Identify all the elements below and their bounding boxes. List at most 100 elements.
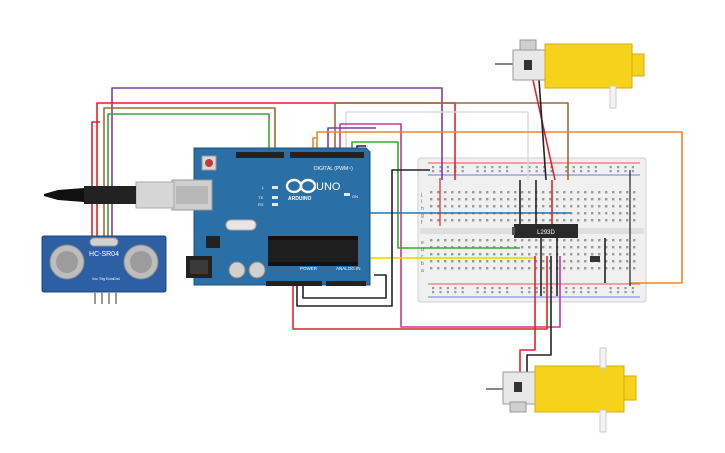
breadboard-hole bbox=[549, 219, 552, 222]
breadboard-hole bbox=[619, 267, 622, 270]
breadboard-hole bbox=[556, 198, 559, 201]
breadboard-hole bbox=[633, 260, 636, 263]
breadboard-hole bbox=[591, 246, 594, 249]
reset-button-icon[interactable] bbox=[201, 155, 217, 171]
breadboard-hole bbox=[549, 253, 552, 256]
breadboard-hole bbox=[444, 198, 447, 201]
breadboard-hole bbox=[528, 205, 531, 208]
rail-hole bbox=[624, 166, 627, 169]
breadboard-hole bbox=[458, 219, 461, 222]
breadboard-hole bbox=[458, 260, 461, 263]
breadboard-hole bbox=[514, 219, 517, 222]
wire-red-motor-top bbox=[532, 79, 556, 181]
breadboard-hole bbox=[500, 253, 503, 256]
breadboard-hole bbox=[472, 191, 475, 194]
rx-label: RX bbox=[258, 202, 264, 207]
breadboard-hole bbox=[521, 253, 524, 256]
row-letter: i bbox=[421, 199, 422, 205]
small-switch[interactable] bbox=[590, 256, 600, 262]
rail-hole bbox=[476, 166, 479, 169]
breadboard-hole bbox=[605, 212, 608, 215]
breadboard-hole bbox=[598, 212, 601, 215]
breadboard-hole bbox=[584, 212, 587, 215]
rail-hole bbox=[535, 287, 538, 290]
wire-red-3 bbox=[292, 256, 548, 330]
rail-hole bbox=[528, 170, 531, 173]
breadboard-hole bbox=[507, 205, 510, 208]
rail-hole bbox=[580, 287, 583, 290]
breadboard-hole bbox=[521, 260, 524, 263]
breadboard-hole bbox=[458, 239, 461, 242]
rail-hole bbox=[491, 287, 494, 290]
breadboard-hole bbox=[612, 260, 615, 263]
breadboard-hole bbox=[465, 191, 468, 194]
rail-hole bbox=[594, 287, 597, 290]
rail-hole bbox=[446, 170, 449, 173]
breadboard-hole bbox=[584, 253, 587, 256]
breadboard-hole bbox=[472, 239, 475, 242]
row-letter: f bbox=[421, 220, 423, 226]
rail-hole bbox=[439, 170, 442, 173]
sensor-pin-echo: Echo bbox=[106, 277, 114, 281]
breadboard-hole bbox=[521, 219, 524, 222]
rail-hole bbox=[543, 287, 546, 290]
breadboard-hole bbox=[549, 246, 552, 249]
rail-hole bbox=[624, 170, 627, 173]
rail-hole bbox=[446, 287, 449, 290]
breadboard-hole bbox=[549, 239, 552, 242]
breadboard-hole bbox=[605, 267, 608, 270]
breadboard-hole bbox=[605, 260, 608, 263]
breadboard-hole bbox=[444, 260, 447, 263]
breadboard-hole bbox=[458, 191, 461, 194]
rail-hole bbox=[461, 166, 464, 169]
l293d-chip[interactable]: L293D bbox=[512, 224, 578, 238]
breadboard-hole bbox=[605, 239, 608, 242]
breadboard-hole bbox=[633, 253, 636, 256]
breadboard-hole bbox=[605, 191, 608, 194]
usb-connector-icon bbox=[171, 179, 213, 211]
breadboard-hole bbox=[521, 239, 524, 242]
breadboard-hole bbox=[507, 253, 510, 256]
breadboard-hole bbox=[507, 198, 510, 201]
rail-hole bbox=[491, 170, 494, 173]
breadboard-hole bbox=[451, 267, 454, 270]
rail-hole bbox=[432, 166, 435, 169]
regulator bbox=[206, 236, 220, 248]
rail-hole bbox=[594, 170, 597, 173]
breadboard-hole bbox=[458, 253, 461, 256]
rail-hole bbox=[520, 291, 523, 294]
breadboard-hole bbox=[626, 246, 629, 249]
rail-hole bbox=[631, 287, 634, 290]
breadboard-hole bbox=[472, 205, 475, 208]
breadboard-hole bbox=[612, 253, 615, 256]
breadboard-hole bbox=[458, 267, 461, 270]
breadboard-hole bbox=[626, 191, 629, 194]
dc-motor-top[interactable] bbox=[495, 39, 645, 109]
breadboard-hole bbox=[465, 260, 468, 263]
rail-hole bbox=[587, 170, 590, 173]
breadboard-hole bbox=[472, 260, 475, 263]
wire-black-3 bbox=[302, 274, 387, 299]
rail-hole bbox=[446, 166, 449, 169]
breadboard-hole bbox=[472, 198, 475, 201]
breadboard-hole bbox=[633, 239, 636, 242]
dc-motor-bottom[interactable] bbox=[486, 347, 637, 433]
sensor-pin-gnd: Gnd bbox=[113, 277, 120, 281]
rail-hole bbox=[631, 291, 634, 294]
breadboard-hole bbox=[542, 219, 545, 222]
row-letter: j bbox=[420, 192, 422, 198]
arduino-uno[interactable]: UNO ARDUINO DIGITAL (PWM~) POWER ANALOG … bbox=[171, 147, 371, 286]
hc-sr04-sensor[interactable]: HC-SR04 Vcc Trig Echo Gnd bbox=[41, 235, 167, 304]
breadboard-hole bbox=[577, 260, 580, 263]
sensor-pin-vcc: Vcc bbox=[92, 277, 98, 281]
microcontroller bbox=[268, 240, 358, 262]
rail-hole bbox=[624, 291, 627, 294]
wire-orange-2 bbox=[312, 137, 318, 152]
breadboard-hole bbox=[521, 198, 524, 201]
breadboard-hole bbox=[598, 198, 601, 201]
rail-hole bbox=[506, 287, 509, 290]
breadboard-hole bbox=[430, 191, 433, 194]
breadboard-hole bbox=[563, 205, 566, 208]
breadboard-hole bbox=[493, 260, 496, 263]
breadboard-hole bbox=[493, 239, 496, 242]
